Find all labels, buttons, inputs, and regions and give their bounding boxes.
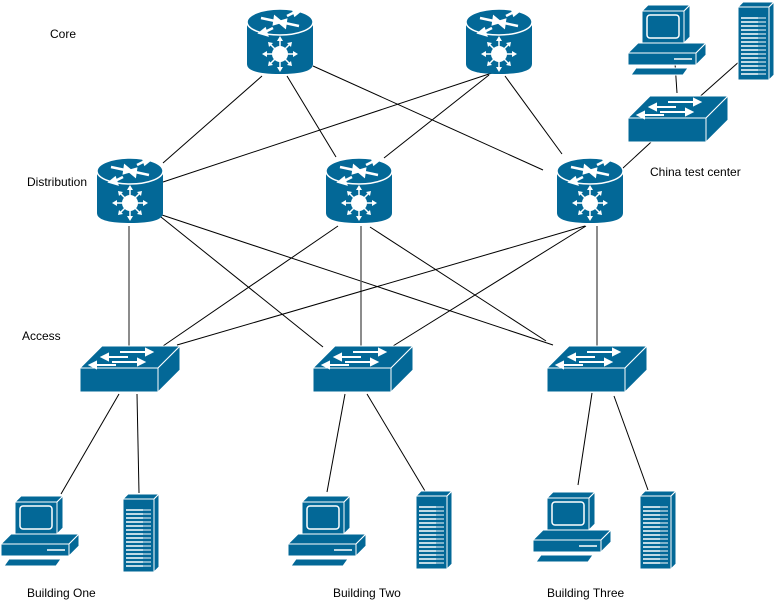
node-acc1 switch-icon[interactable]: [79, 345, 181, 393]
node-pc3 workstation-icon[interactable]: [532, 491, 612, 563]
link-dist1-acc3: [158, 213, 554, 346]
node-pc2 workstation-icon[interactable]: [287, 495, 367, 567]
layer-label-core: Core: [50, 27, 77, 41]
nodes-layer: [0, 1, 775, 573]
node-acc3 switch-icon[interactable]: [546, 345, 648, 393]
node-srv3 server-icon[interactable]: [639, 490, 677, 570]
link-core1-dist2: [286, 75, 337, 158]
node-china-pc workstation-icon[interactable]: [627, 4, 707, 76]
node-pc1 workstation-icon[interactable]: [0, 495, 80, 567]
links-layer: [60, 51, 751, 495]
link-acc2-pc2: [326, 393, 346, 493]
link-acc1-pc1: [60, 393, 120, 495]
node-dist2 layer3-switch-icon[interactable]: [324, 156, 394, 225]
node-dist3 layer3-switch-icon[interactable]: [555, 156, 625, 225]
node-dist1 layer3-switch-icon[interactable]: [95, 156, 165, 225]
link-core1-dist3: [312, 65, 544, 171]
node-china-srv server-icon[interactable]: [737, 1, 775, 81]
link-dist1-acc2: [155, 212, 324, 348]
link-dist3-acc2: [392, 225, 587, 347]
link-core1-dist1: [162, 75, 263, 164]
link-dist2-acc3: [369, 226, 547, 342]
node-srv2 server-icon[interactable]: [415, 490, 453, 570]
link-core2-dist1: [162, 72, 493, 183]
layer-label-access: Access: [22, 329, 61, 343]
node-srv1 server-icon[interactable]: [122, 493, 160, 573]
node-acc2 switch-icon[interactable]: [312, 345, 414, 393]
group-label-china-test-center: China test center: [650, 165, 741, 179]
link-acc1-srv1: [136, 393, 140, 494]
layer-label-distribution: Distribution: [27, 175, 88, 189]
link-dist2-acc1: [162, 225, 339, 347]
group-label-building-one: Building One: [27, 586, 96, 600]
link-core2-dist3: [504, 75, 563, 155]
group-label-building-three: Building Three: [547, 586, 625, 600]
link-acc3-pc3: [577, 392, 593, 486]
link-core2-dist2: [383, 74, 490, 159]
link-acc3-srv3: [613, 395, 649, 491]
group-label-building-two: Building Two: [333, 586, 401, 600]
link-acc2-srv2: [366, 393, 426, 492]
node-china-sw switch-icon[interactable]: [627, 95, 729, 143]
node-core2 layer3-switch-icon[interactable]: [464, 7, 534, 76]
link-dist3-acc1: [176, 225, 586, 346]
node-core1 layer3-switch-icon[interactable]: [245, 7, 315, 76]
